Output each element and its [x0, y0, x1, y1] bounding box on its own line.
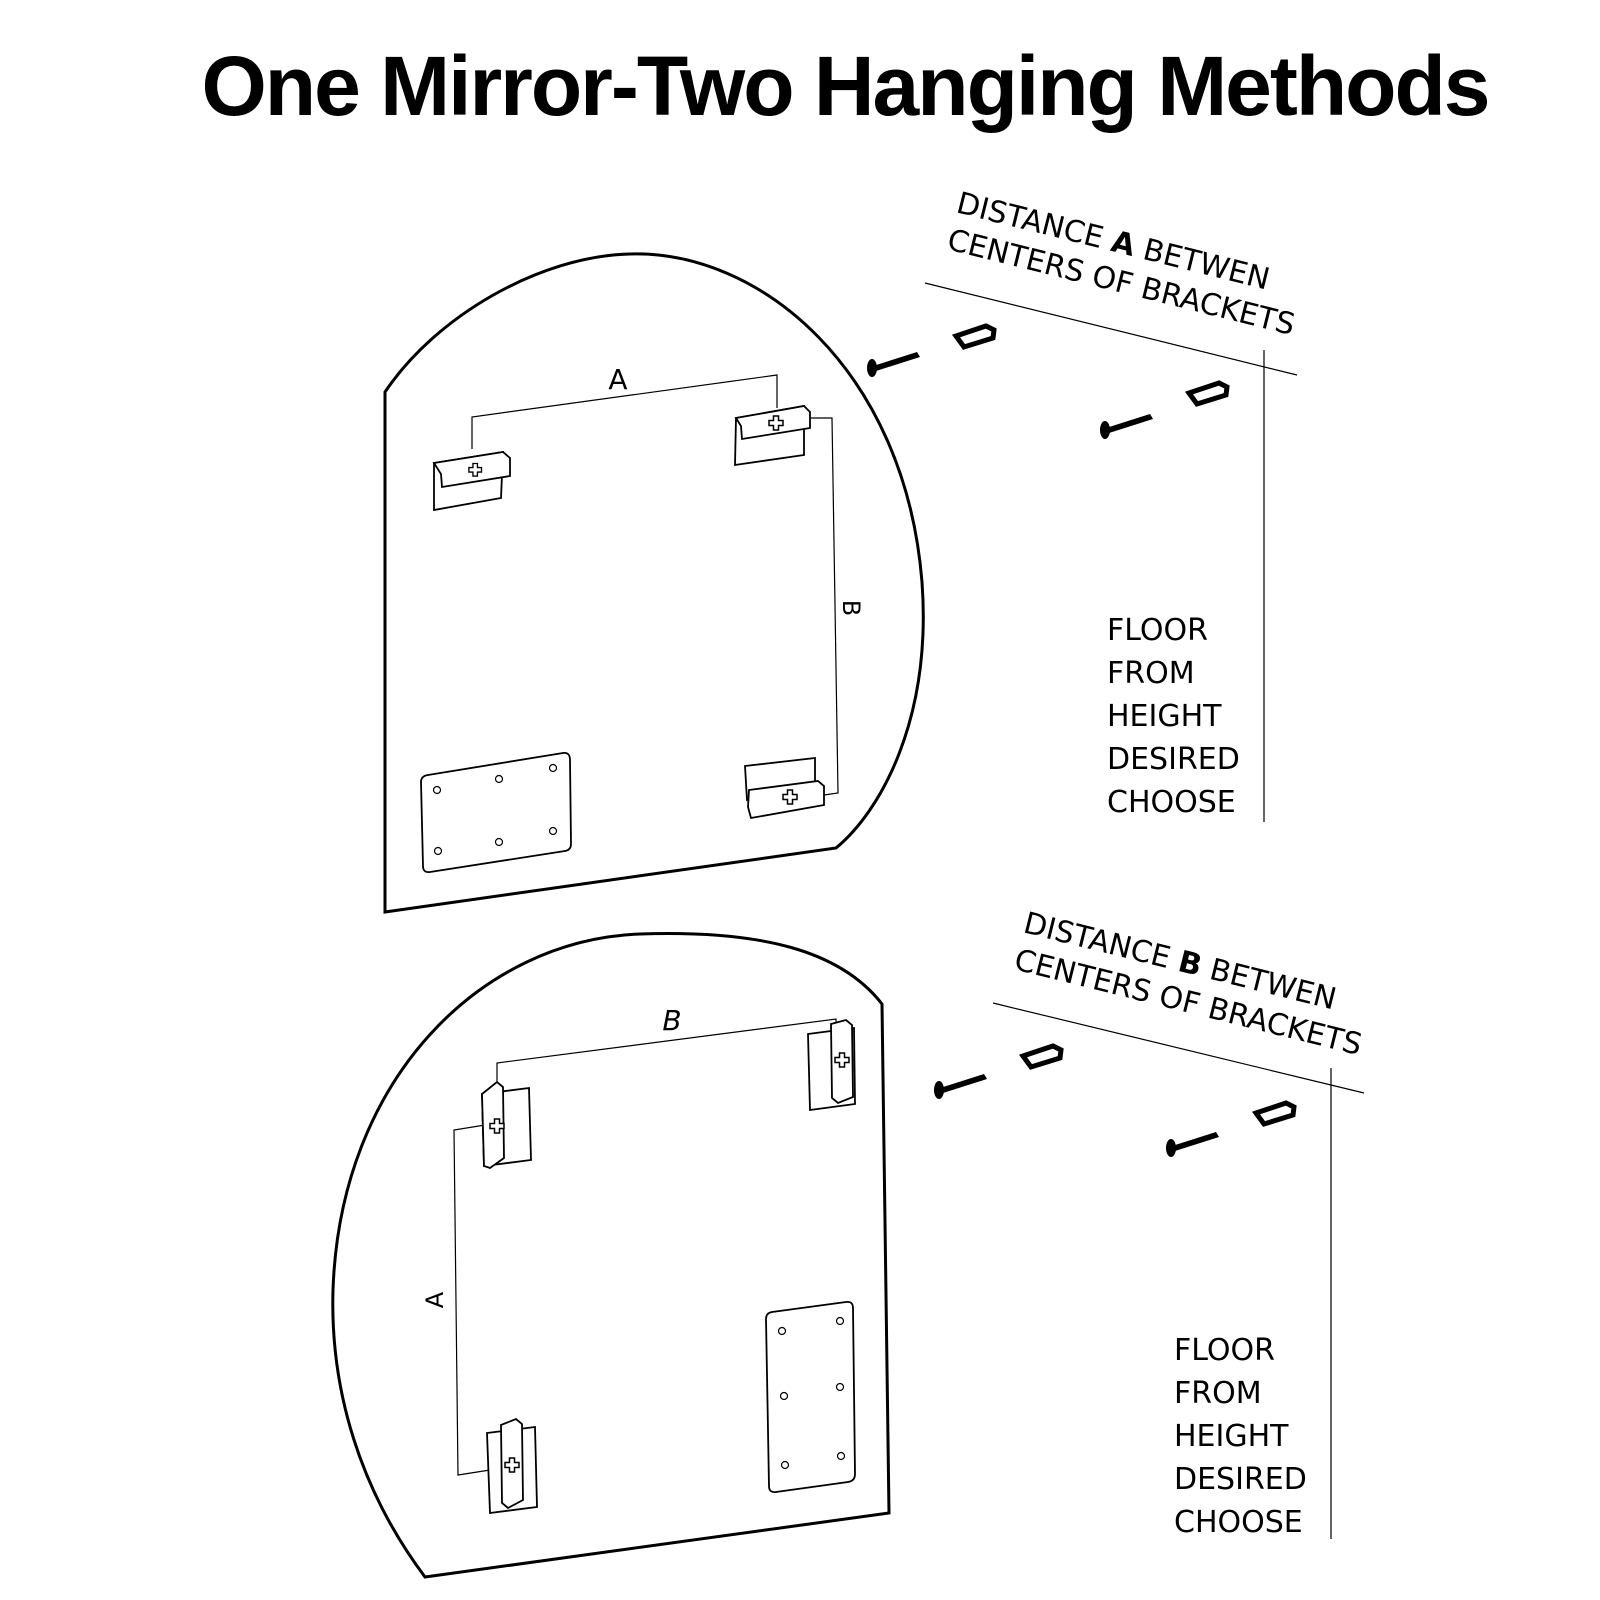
- mirror-outline-b: [331, 932, 891, 1579]
- wall-anchor-icon: [1023, 1046, 1294, 1124]
- dimension-label-side-b: A: [421, 1291, 449, 1308]
- floor-height-note-b: FLOOR FROM HEIGHT DESIRED CHOOSE: [1174, 1333, 1307, 1540]
- svg-text:FROM: FROM: [1174, 1376, 1262, 1411]
- bracket-bottom-left-b: [486, 1417, 538, 1515]
- mirror-method-a: A B: [383, 252, 925, 914]
- dimension-line-side-a: [808, 417, 839, 796]
- mounting-plate-a: [420, 751, 572, 874]
- svg-text:FROM: FROM: [1107, 656, 1195, 691]
- svg-text:CHOOSE: CHOOSE: [1174, 1505, 1303, 1540]
- dimension-label-side-a: B: [837, 600, 865, 616]
- svg-text:FLOOR: FLOOR: [1174, 1333, 1275, 1368]
- bracket-top-left-b: [481, 1080, 532, 1169]
- bracket-top-left-a: [432, 450, 511, 512]
- mirror-outline-a: [383, 252, 925, 914]
- svg-text:DESIRED: DESIRED: [1107, 742, 1240, 777]
- dimension-label-top-a: A: [608, 363, 627, 396]
- dimension-line-side-b: [453, 1124, 491, 1476]
- mirror-method-b: B A: [331, 932, 891, 1579]
- dimension-label-top-b: B: [662, 1004, 681, 1037]
- wall-line-a: [924, 282, 1298, 376]
- mounting-plate-b: [765, 1300, 856, 1494]
- svg-text:DESIRED: DESIRED: [1174, 1462, 1307, 1497]
- screw-icon: [867, 352, 1153, 439]
- bracket-top-right-b: [807, 1019, 856, 1112]
- wall-anchor-icon: [956, 326, 1227, 404]
- bracket-bottom-right-a: [744, 756, 825, 820]
- svg-text:FLOOR: FLOOR: [1107, 613, 1208, 648]
- wall-line-b: [992, 1002, 1365, 1094]
- distance-note-a: DISTANCE A BETWEN CENTERS OF BRACKETS: [944, 186, 1298, 343]
- distance-note-b: DISTANCE B BETWEN CENTERS OF BRACKETS: [1011, 906, 1365, 1063]
- dimension-line-top-a: [471, 374, 778, 449]
- bracket-top-right-a: [734, 404, 811, 467]
- svg-text:CHOOSE: CHOOSE: [1107, 785, 1236, 820]
- svg-text:HEIGHT: HEIGHT: [1107, 699, 1222, 734]
- page-title: One Mirror-Two Hanging Methods: [201, 39, 1490, 133]
- screw-icon: [934, 1074, 1219, 1157]
- floor-height-note-a: FLOOR FROM HEIGHT DESIRED CHOOSE: [1107, 613, 1240, 820]
- svg-text:HEIGHT: HEIGHT: [1174, 1419, 1289, 1454]
